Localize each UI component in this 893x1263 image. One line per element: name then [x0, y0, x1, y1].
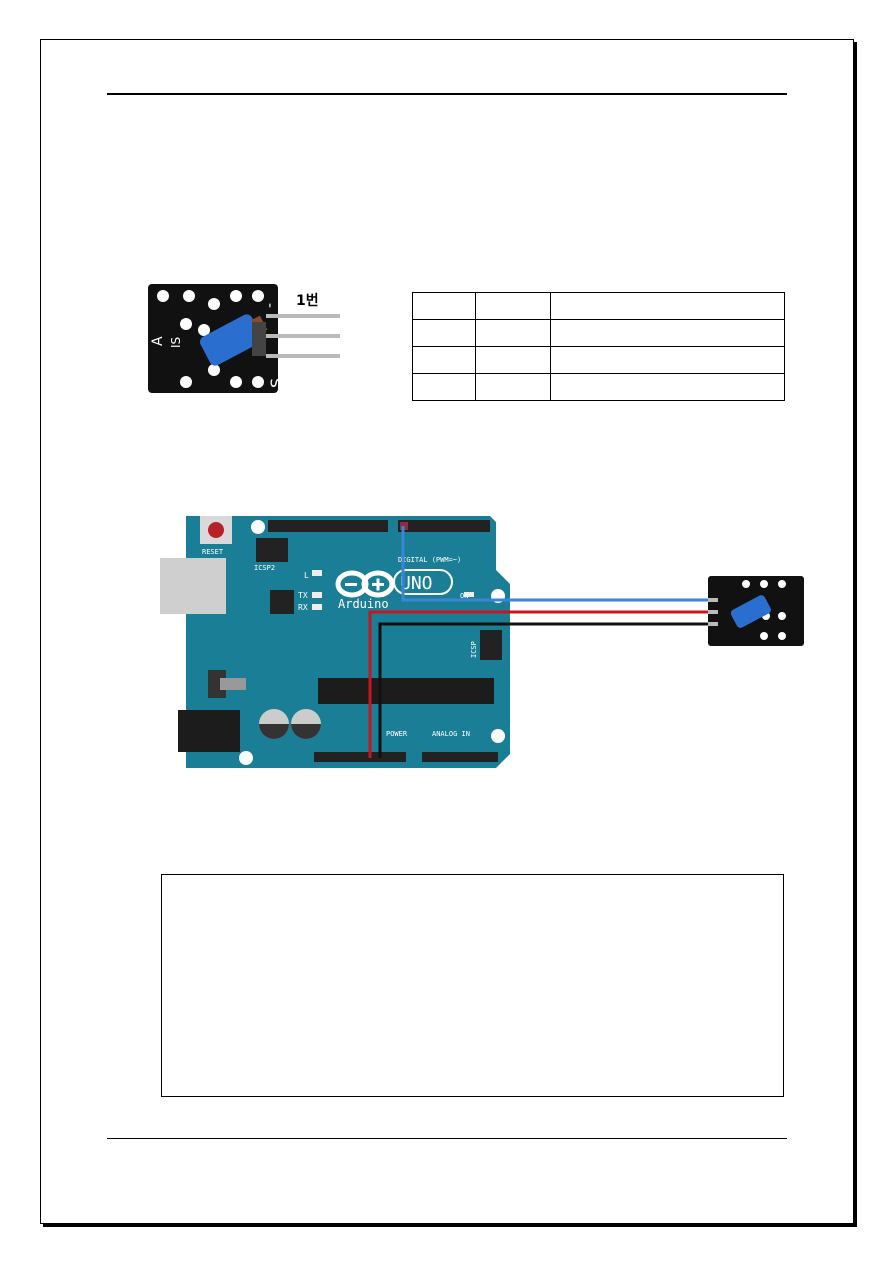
power-jack — [178, 710, 240, 752]
pin-table-cell — [475, 373, 551, 401]
vcc-wire — [368, 610, 708, 758]
pin-table-cell — [475, 346, 551, 374]
pin-table — [412, 292, 785, 401]
wiring-diagram: RESET ICSP2 L TX RX Arduino UNO ON DIGIT… — [156, 500, 820, 780]
svg-text:POWER: POWER — [386, 730, 408, 738]
icsp-header — [480, 630, 502, 660]
pin-table-row — [412, 346, 785, 374]
pin-table-cell — [412, 292, 476, 320]
svg-text:ANALOG IN: ANALOG IN — [432, 730, 470, 738]
code-box — [161, 874, 784, 1097]
usb-connector — [156, 558, 226, 614]
arduino-logo — [335, 570, 395, 598]
pin-table-cell — [412, 346, 476, 374]
footer-rule — [107, 1138, 787, 1139]
pin-table-row — [412, 292, 785, 320]
arduino-board — [186, 516, 510, 768]
pin-table-cell — [550, 292, 785, 320]
digital-header-left — [268, 520, 388, 532]
pin-table-row — [412, 319, 785, 347]
uno-badge — [393, 569, 453, 595]
pin-table-cell — [550, 346, 785, 374]
module-pin-3 — [266, 354, 340, 358]
icsp2-header — [256, 538, 288, 562]
svg-text:UNO: UNO — [400, 573, 433, 594]
pin-table-row — [412, 373, 785, 401]
pin-number-label: 1번 — [296, 293, 319, 309]
svg-text:TX: TX — [298, 591, 308, 600]
silk-label-s: S — [267, 378, 286, 388]
page-frame — [40, 39, 854, 1224]
arduino-logo-text: Arduino — [338, 597, 389, 611]
digital-label: DIGITAL (PWM=~) — [398, 556, 461, 564]
svg-text:RX: RX — [298, 603, 308, 612]
usb-chip — [270, 590, 294, 614]
tilt-sensor-module-small — [708, 576, 804, 646]
silk-label-model: IS — [169, 337, 183, 348]
tilt-sensor-module-photo: A IS S - — [146, 282, 341, 395]
pin-table-cell — [550, 373, 785, 401]
analog-header — [422, 752, 498, 762]
gnd-wire — [378, 622, 708, 758]
module-pin-1 — [266, 314, 340, 318]
header-rule — [107, 93, 787, 95]
pin-table-cell — [475, 319, 551, 347]
atmega-chip — [318, 678, 494, 704]
module-pin-2 — [266, 334, 340, 338]
svg-text:ICSP: ICSP — [470, 641, 478, 658]
digital-header-right — [398, 520, 490, 532]
svg-text:L: L — [304, 571, 309, 580]
pin-table-cell — [475, 292, 551, 320]
signal-wire — [401, 526, 708, 602]
power-header — [314, 752, 406, 762]
pin-table-cell — [412, 373, 476, 401]
pin-table-cell — [412, 319, 476, 347]
silk-label-minus: - — [262, 303, 278, 308]
pin-table-cell — [550, 319, 785, 347]
icsp2-label: ICSP2 — [254, 564, 275, 572]
silk-label-a: A — [150, 336, 166, 346]
reset-label: RESET — [202, 548, 224, 556]
